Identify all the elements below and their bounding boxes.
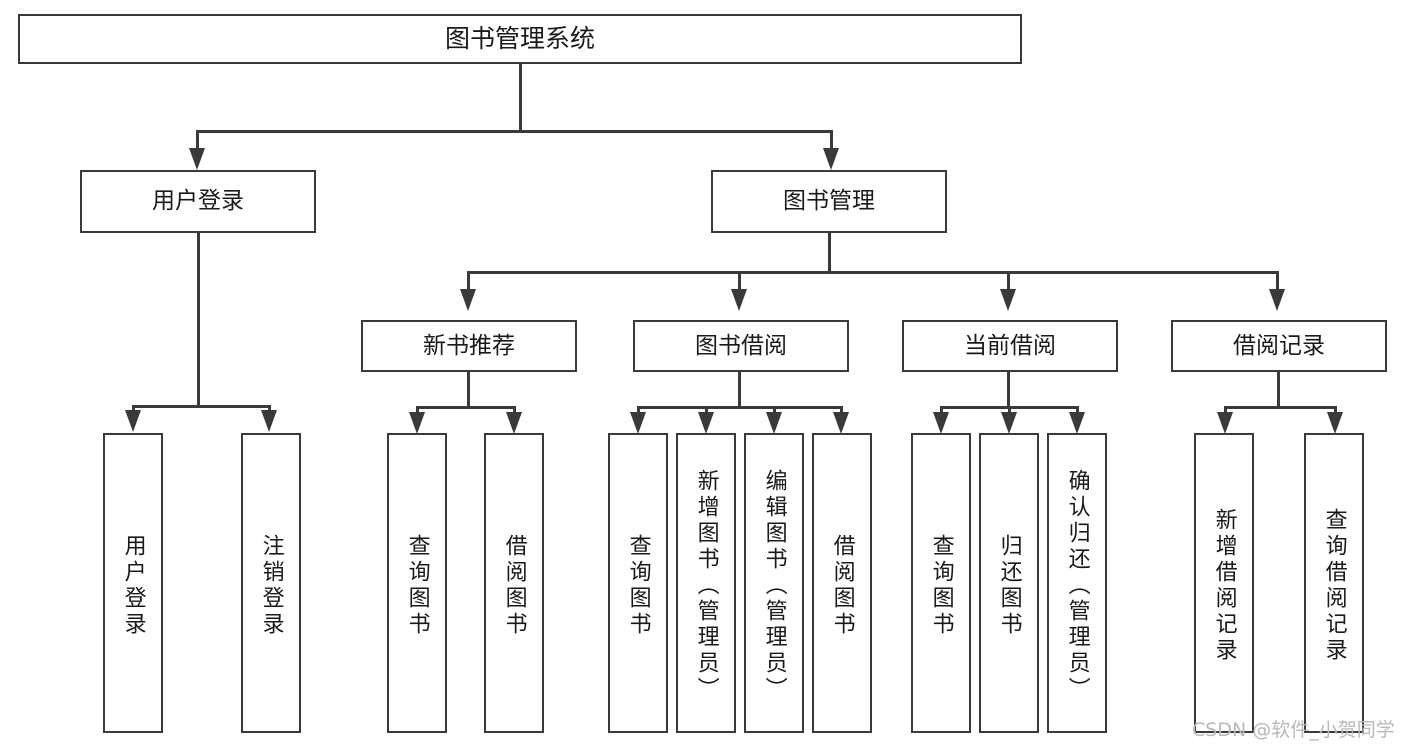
- connector-drop-l3-1: [467, 271, 470, 293]
- connector-bb-stem: [738, 372, 741, 408]
- node-user-login[interactable]: 用户登录: [80, 170, 316, 233]
- connector-cb-stem: [1007, 372, 1010, 408]
- node-label: 图书管理系统: [444, 23, 595, 53]
- node-label: 新增图书（管理员）: [693, 469, 719, 703]
- node-label: 查询图书: [404, 534, 430, 638]
- node-label: 编辑图书（管理员）: [761, 469, 787, 703]
- node-book-borrow[interactable]: 图书借阅: [633, 320, 849, 372]
- arrowhead-book-manage: [823, 148, 839, 170]
- node-label: 用户登录: [152, 188, 244, 215]
- arrowhead-bb-2: [698, 412, 714, 434]
- connector-br-stem: [1277, 372, 1280, 408]
- arrowhead-bb-4: [833, 412, 849, 434]
- arrowhead-ul-2: [261, 410, 277, 432]
- node-label: 当前借阅: [964, 332, 1056, 359]
- leaf-nbr-query-book[interactable]: 查询图书: [387, 433, 447, 733]
- leaf-bb-query-book[interactable]: 查询图书: [608, 433, 668, 733]
- leaf-nbr-borrow-book[interactable]: 借阅图书: [484, 433, 544, 733]
- csdn-watermark: CSDN @软件_小贺同学: [1192, 719, 1395, 741]
- node-label: 用户登录: [120, 534, 146, 638]
- node-label: 归还图书: [996, 534, 1022, 638]
- connector-drop-l3-2: [738, 271, 741, 293]
- leaf-user-login-logout[interactable]: 注销登录: [241, 433, 301, 733]
- node-root-system[interactable]: 图书管理系统: [18, 14, 1022, 64]
- node-label: 新书推荐: [423, 332, 515, 359]
- node-label: 借阅图书: [501, 534, 527, 638]
- arrowhead-cb-1: [933, 412, 949, 434]
- leaf-bb-edit-book-admin[interactable]: 编辑图书（管理员）: [744, 433, 804, 733]
- node-label: 借阅图书: [829, 534, 855, 638]
- node-label: 注销登录: [258, 534, 284, 638]
- node-label: 确认归还（管理员）: [1064, 469, 1090, 703]
- connector-bb-bus: [637, 406, 842, 409]
- arrowhead-br-2: [1327, 412, 1343, 434]
- connector-level2-bus: [196, 130, 833, 133]
- connector-level3-bus: [467, 271, 1278, 274]
- leaf-bb-borrow-book[interactable]: 借阅图书: [812, 433, 872, 733]
- node-label: 新增借阅记录: [1211, 508, 1237, 664]
- connector-nbr-bus: [416, 406, 515, 409]
- arrowhead-br-1: [1217, 412, 1233, 434]
- node-borrow-record[interactable]: 借阅记录: [1171, 320, 1387, 372]
- arrowhead-cb-2: [1001, 412, 1017, 434]
- connector-br-bus: [1224, 406, 1336, 409]
- connector-root-stem: [519, 64, 522, 132]
- arrowhead-bb-1: [630, 412, 646, 434]
- leaf-bb-add-book-admin[interactable]: 新增图书（管理员）: [676, 433, 736, 733]
- arrowhead-nbr-1: [409, 412, 425, 434]
- node-label: 查询图书: [928, 534, 954, 638]
- node-label: 查询图书: [625, 534, 651, 638]
- arrowhead-l3-4: [1269, 289, 1285, 311]
- leaf-user-login-login[interactable]: 用户登录: [103, 433, 163, 733]
- node-current-borrow[interactable]: 当前借阅: [902, 320, 1118, 372]
- arrowhead-l3-3: [1000, 289, 1016, 311]
- leaf-cb-confirm-return-admin[interactable]: 确认归还（管理员）: [1047, 433, 1107, 733]
- connector-drop-user-login: [196, 130, 199, 152]
- connector-book-manage-stem: [828, 233, 831, 273]
- node-book-manage[interactable]: 图书管理: [711, 170, 947, 233]
- arrowhead-l3-2: [731, 289, 747, 311]
- node-label: 查询借阅记录: [1321, 508, 1347, 664]
- arrowhead-user-login: [189, 148, 205, 170]
- connector-drop-l3-3: [1007, 271, 1010, 293]
- arrowhead-ul-1: [125, 410, 141, 432]
- leaf-cb-query-book[interactable]: 查询图书: [911, 433, 971, 733]
- connector-drop-l3-4: [1276, 271, 1279, 293]
- node-label: 图书借阅: [695, 332, 787, 359]
- node-label: 借阅记录: [1233, 332, 1325, 359]
- leaf-cb-return-book[interactable]: 归还图书: [979, 433, 1039, 733]
- leaf-br-add-record[interactable]: 新增借阅记录: [1194, 433, 1254, 733]
- arrowhead-nbr-2: [506, 412, 522, 434]
- node-new-book-recommend[interactable]: 新书推荐: [361, 320, 577, 372]
- connector-nbr-stem: [467, 372, 470, 408]
- leaf-br-query-record[interactable]: 查询借阅记录: [1304, 433, 1364, 733]
- arrowhead-bb-3: [766, 412, 782, 434]
- arrowhead-cb-3: [1069, 412, 1085, 434]
- connector-drop-book-manage: [830, 130, 833, 152]
- connector-user-login-bus: [132, 405, 271, 408]
- node-label: 图书管理: [783, 188, 875, 215]
- connector-user-login-stem: [197, 233, 200, 407]
- arrowhead-l3-1: [460, 289, 476, 311]
